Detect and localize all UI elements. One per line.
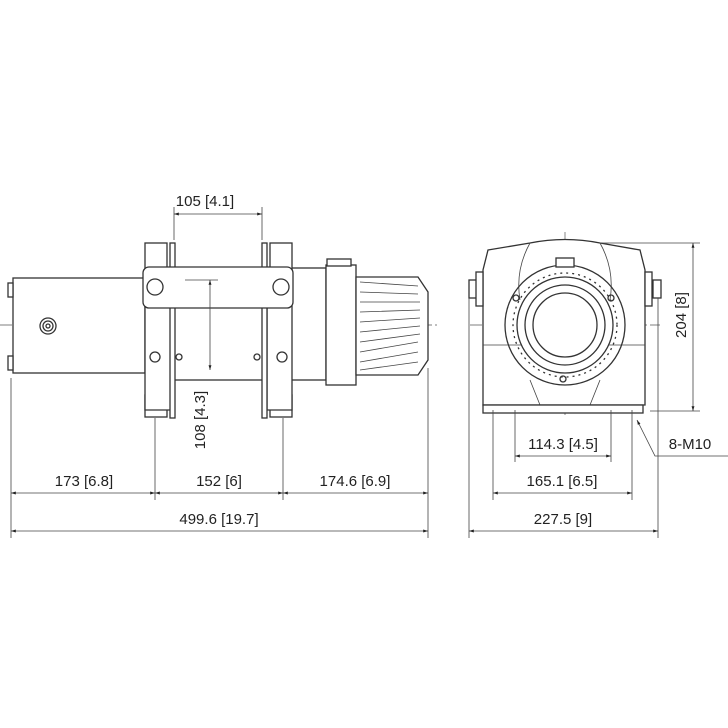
tie-bar — [142, 266, 294, 309]
dim-overall-width: 227.5 [9] — [534, 511, 592, 528]
base-plate — [482, 404, 644, 414]
left-end-bracket — [144, 242, 176, 419]
dim-bolt-spacing-outer: 165.1 [6.5] — [527, 473, 598, 490]
dim-gearbox-length: 174.6 [6.9] — [320, 473, 391, 490]
dim-drum-spacing: 105 [4.1] — [176, 193, 234, 210]
side-view: 204 [8] 114.3 [4.5] 165.1 [6.5] 227.5 [9… — [468, 232, 728, 538]
dim-bolt-spacing-inner: 114.3 [4.5] — [528, 436, 598, 453]
gearbox-collar — [325, 264, 357, 386]
dim-drum-length: 152 [6] — [196, 473, 242, 490]
dim-motor-length: 173 [6.8] — [55, 473, 113, 490]
gear-cover — [355, 276, 429, 376]
dim-overall-length: 499.6 [19.7] — [179, 511, 258, 528]
motor — [12, 277, 146, 374]
extension-lines-side — [468, 242, 700, 538]
dim-height: 204 [8] — [673, 292, 690, 338]
bolt-spec: 8-M10 — [669, 436, 712, 453]
front-view: 105 [4.1] 108 [4.3] 173 [6.8] 152 [6] 17… — [0, 193, 438, 538]
extension-lines — [10, 207, 429, 538]
dim-height-mount: 108 [4.3] — [192, 391, 209, 449]
bolt-leader — [636, 419, 728, 457]
drum-bore — [532, 292, 598, 358]
motor-terminal-icon — [39, 317, 57, 335]
